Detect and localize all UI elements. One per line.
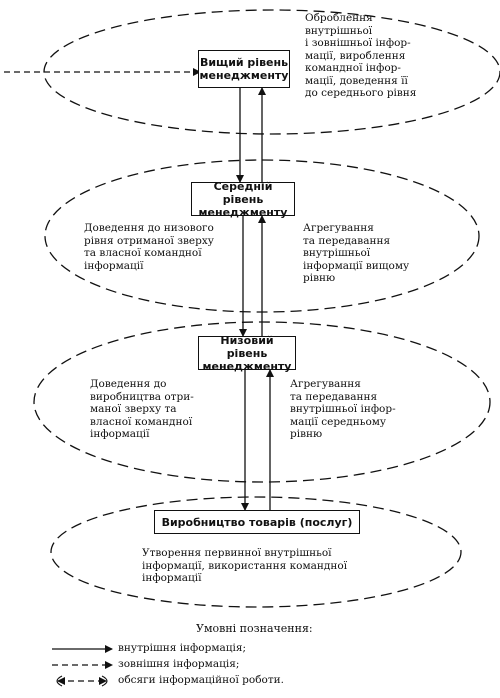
legend-title: Умовні позначення: <box>196 622 313 635</box>
middle-right-note: Агрегування та передавання внутрішньої і… <box>303 222 410 284</box>
middle-left-note: Доведення до низового рівня отриманої зв… <box>84 222 214 272</box>
top-level-note: Оброблення внутрішньої і зовнішньої інфо… <box>305 12 417 99</box>
lower-right-note: Агрегування та передавання внутрішньої і… <box>290 378 396 440</box>
lower-left-note: Доведення до виробництва отри- маної зве… <box>90 378 194 440</box>
middle-level-box: Середній рівень менеджменту <box>191 180 295 219</box>
legend-volume-curve-left <box>56 675 63 687</box>
production-box: Виробництво товарів (послуг) <box>154 510 360 534</box>
legend-external-label: зовнішня інформація; <box>118 658 240 670</box>
lower-level-box: Низовий рівень менеджменту <box>198 334 296 373</box>
legend-volume-curve-right <box>101 675 108 687</box>
production-note: Утворення первинної внутрішньої інформац… <box>142 547 348 584</box>
top-level-box: Вищий рівень менеджменту <box>198 50 290 88</box>
legend-internal-label: внутрішня інформація; <box>118 642 247 654</box>
legend-volume-label: обсяги інформаційної роботи. <box>118 674 284 686</box>
ellipse-production <box>50 496 462 608</box>
